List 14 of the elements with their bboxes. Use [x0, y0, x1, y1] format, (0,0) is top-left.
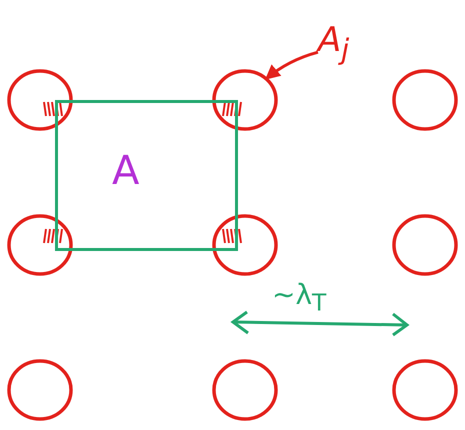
circle-drawing: [7, 214, 73, 276]
area-label: A$_{j}$: [318, 22, 378, 68]
circle-drawing: [392, 359, 458, 421]
circle-drawing: [212, 69, 278, 131]
circle-drawing: [7, 69, 73, 131]
circle-drawing: [392, 214, 458, 276]
circle-drawing: [392, 69, 458, 131]
circle-drawing: [212, 359, 278, 421]
dimension-label: ∼λ$_{T}$: [272, 280, 326, 316]
circle-drawing: [7, 359, 73, 421]
circle-drawing: [212, 214, 278, 276]
leader-line: [265, 50, 318, 80]
area-label: A: [112, 151, 140, 191]
square-outline: [55, 100, 238, 251]
